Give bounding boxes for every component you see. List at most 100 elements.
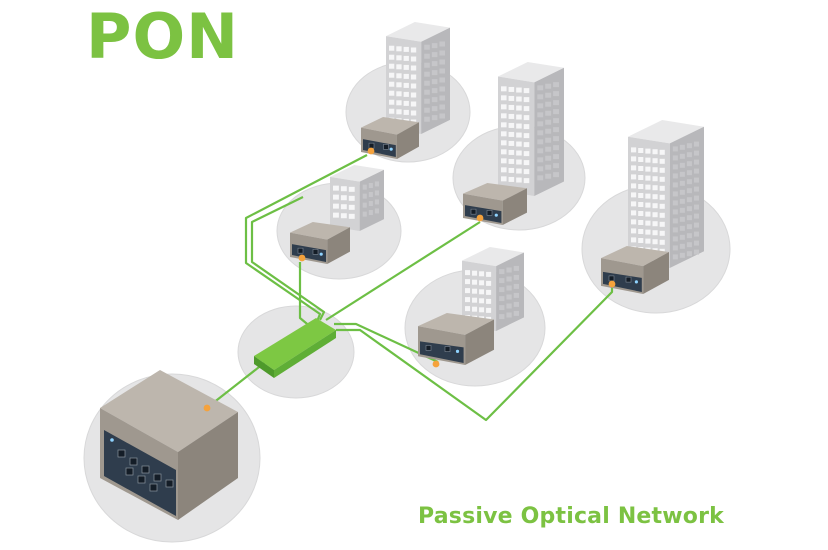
building-window	[501, 131, 507, 137]
building-window	[631, 228, 637, 234]
building-window	[645, 238, 651, 244]
building-window	[431, 115, 438, 121]
fiber-splitter-onu-4	[334, 322, 439, 363]
building-window	[537, 148, 544, 154]
building-window	[652, 185, 658, 191]
building-window	[368, 183, 373, 189]
building-window	[638, 193, 644, 199]
building-window	[410, 56, 417, 62]
building-window	[545, 164, 552, 170]
building-window	[645, 157, 651, 163]
building-window	[686, 224, 692, 230]
building-window	[362, 184, 367, 190]
network-nodes	[100, 22, 704, 520]
building-window	[537, 112, 544, 118]
building-window	[553, 145, 559, 151]
building-window	[659, 239, 665, 245]
building-window	[431, 43, 438, 49]
building-window	[645, 220, 651, 226]
building-window	[439, 50, 445, 56]
building-window	[396, 100, 402, 106]
box-side	[643, 252, 669, 294]
building-window	[545, 173, 552, 179]
ethernet-port-icon	[444, 346, 451, 352]
building-window	[508, 122, 515, 128]
building-window	[537, 139, 544, 145]
building-window	[513, 292, 519, 298]
building-window	[472, 306, 478, 312]
building-window	[686, 143, 692, 149]
building-window	[439, 59, 445, 65]
building-onu-3	[498, 62, 564, 196]
building-window	[537, 130, 544, 136]
building-window	[340, 213, 347, 219]
building-window	[659, 185, 665, 191]
building-window	[679, 207, 685, 213]
onu-device-onu-4	[418, 313, 494, 365]
building-window	[513, 265, 519, 271]
building-window	[537, 103, 544, 109]
building-window	[506, 312, 512, 318]
building-window	[672, 254, 678, 260]
building-window	[439, 95, 445, 101]
building-window	[465, 297, 471, 303]
status-led-icon	[110, 438, 114, 442]
building-window	[537, 94, 544, 100]
fiber-splitter-onu-1	[244, 154, 368, 325]
box-top	[290, 222, 350, 240]
building-window	[686, 170, 692, 176]
building-window	[465, 270, 471, 276]
building-window	[537, 85, 544, 91]
building-window	[553, 127, 559, 133]
building-window	[659, 203, 665, 209]
building-window	[516, 141, 522, 147]
box-top	[601, 246, 669, 267]
building-window	[410, 101, 417, 107]
building-window	[645, 175, 651, 181]
building-window	[501, 176, 507, 182]
ethernet-port-icon	[137, 475, 146, 484]
building-window	[679, 252, 685, 258]
building-window	[537, 166, 544, 172]
building-window	[638, 175, 644, 181]
building-window	[340, 186, 347, 192]
building-window	[472, 288, 478, 294]
building-window	[506, 294, 512, 300]
ethernet-port-icon	[165, 479, 174, 488]
fiber-olt-splitter	[207, 359, 269, 408]
building-window	[516, 150, 522, 156]
status-led-icon	[319, 252, 323, 256]
building-window	[499, 305, 505, 311]
ethernet-port-icon	[383, 144, 389, 150]
building-window	[686, 215, 692, 221]
building-window	[652, 176, 658, 182]
building-window	[631, 174, 637, 180]
building-window	[686, 251, 692, 257]
building-window	[410, 83, 417, 89]
building-window	[686, 233, 692, 239]
building-window	[508, 158, 515, 164]
ethernet-port-icon	[625, 276, 632, 283]
building-window	[659, 158, 665, 164]
building-window	[465, 279, 471, 285]
building-window	[410, 110, 417, 116]
building-window	[501, 86, 507, 92]
building-window	[679, 198, 685, 204]
building-window	[348, 204, 355, 210]
building-window	[679, 144, 685, 150]
building-window	[362, 193, 367, 199]
building-window	[501, 113, 507, 119]
box-top	[463, 183, 527, 201]
building-window	[679, 189, 685, 195]
building-window	[396, 55, 402, 61]
building-window	[396, 64, 402, 70]
building-window	[333, 212, 339, 218]
ethernet-port-icon	[125, 467, 134, 476]
building-roof	[330, 165, 384, 182]
building-window	[631, 192, 637, 198]
building-window	[389, 108, 395, 114]
building-window	[672, 218, 678, 224]
building-window	[652, 221, 658, 227]
building-window	[389, 54, 395, 60]
